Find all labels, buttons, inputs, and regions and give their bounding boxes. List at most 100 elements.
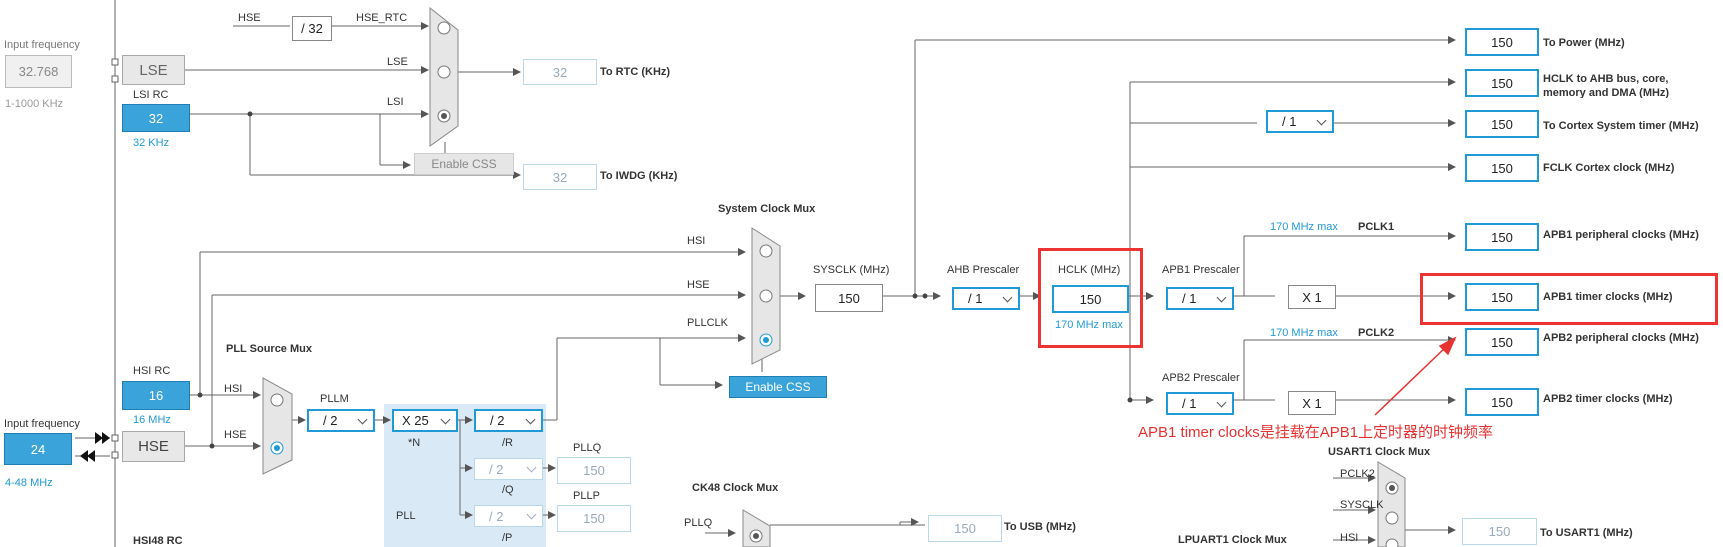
ck48-clock-mux-title: CK48 Clock Mux [692,482,779,494]
cortex-timer-value[interactable]: 150 [1465,110,1539,138]
apb1-peripheral-value[interactable]: 150 [1465,223,1539,251]
to-usart1-value: 150 [1462,518,1537,545]
usart1-clock-mux-title: USART1 Clock Mux [1328,446,1431,458]
apb1-timer-value[interactable]: 150 [1465,283,1539,311]
pllq-value: 150 [557,457,631,484]
apb1-peripheral-label: APB1 peripheral clocks (MHz) [1543,229,1699,241]
usart1-clock-mux [1377,461,1406,547]
hsi48-rc-title: HSI48 RC [133,535,183,547]
hse-range: 4-48 MHz [5,477,53,489]
pllp-select[interactable]: / 2 [474,505,543,527]
apb2-prescaler-select[interactable]: / 1 [1166,392,1234,415]
pllp-div-label: /P [502,532,513,544]
sys-mux-pllclk-label: PLLCLK [687,317,728,329]
apb1-timer-multiplier: X 1 [1288,285,1336,309]
sys-mux-hsi-label: HSI [687,235,706,247]
to-rtc-value: 32 [523,59,597,85]
hsi-rc-value[interactable]: 16 [122,381,190,410]
lsi-rc-unit: 32 KHz [133,137,170,149]
apb2-peripheral-label: APB2 peripheral clocks (MHz) [1543,332,1699,344]
apb1-prescaler-select[interactable]: / 1 [1166,287,1234,310]
pclk1-label: PCLK1 [1358,221,1395,233]
enable-css-lse-button[interactable]: Enable CSS [414,153,514,175]
apb1-max: 170 MHz max [1270,221,1338,233]
chevron-down-icon [1316,115,1327,125]
plln-select[interactable]: X 25 [392,409,458,432]
ahb-prescaler-label: AHB Prescaler [947,264,1020,276]
pclk2-label: PCLK2 [1358,327,1395,339]
hsi-rc-title: HSI RC [133,365,171,377]
chevron-down-icon [526,462,537,473]
ahb-prescaler-value: / 1 [968,291,983,306]
usart1-hsi-label: HSI [1340,532,1359,544]
pllp-div-value: / 2 [489,508,504,524]
pllr-value: / 2 [490,413,505,428]
hclk-ahb-label: HCLK to AHB bus, core, memory and DMA (M… [1543,73,1670,98]
hclk-max: 170 MHz max [1055,319,1123,331]
pll-source-hsi-label: HSI [224,383,243,395]
to-iwdg-value: 32 [523,164,597,190]
fclk-value[interactable]: 150 [1465,154,1539,182]
chevron-down-icon [1216,292,1227,302]
pllr-select[interactable]: / 2 [474,409,543,432]
chevron-down-icon [1002,292,1013,302]
rtc-lsi-label: LSI [387,96,404,108]
cortex-timer-divider-select[interactable]: / 1 [1266,110,1334,133]
pllm-value: / 2 [323,413,338,428]
chevron-down-icon [1216,397,1227,407]
pllq-div-label: /Q [502,484,514,496]
lse-input-frequency[interactable]: 32.768 [5,55,72,88]
system-clock-mux-title: System Clock Mux [718,203,816,215]
hse-oscillator[interactable]: HSE [122,431,185,462]
plln-value: X 25 [402,413,429,428]
sys-mux-hse-label: HSE [687,279,710,291]
enable-css-hse-button[interactable]: Enable CSS [729,376,827,398]
pllq-label: PLLQ [573,442,602,454]
pllp-label: PLLP [573,490,600,502]
pll-source-hse-label: HSE [224,429,247,441]
lpuart1-clock-mux-title: LPUART1 Clock Mux [1178,534,1287,546]
to-power-label: To Power (MHz) [1543,37,1625,49]
fclk-label: FCLK Cortex clock (MHz) [1543,162,1675,174]
pll-source-mux [262,377,293,475]
rtc-lse-label: LSE [387,56,408,68]
apb2-timer-multiplier: X 1 [1288,391,1336,415]
ck48-pllq-label: PLLQ [684,517,713,529]
apb1-timer-highlight-box [1420,273,1718,325]
pll-title: PLL [396,510,416,522]
apb2-peripheral-value[interactable]: 150 [1465,328,1539,356]
pllm-label: PLLM [320,393,349,405]
cortex-timer-label: To Cortex System timer (MHz) [1543,120,1699,132]
pllq-select[interactable]: / 2 [474,458,543,480]
input-frequency-label-lse: Input frequency [4,39,80,51]
apb2-prescaler-value: / 1 [1182,396,1197,411]
chevron-down-icon [357,414,368,424]
input-frequency-label-hse: Input frequency [4,418,80,430]
annotation-text: APB1 timer clocks是挂载在APB1上定时器的时钟频率 [1138,424,1494,441]
hclk-value[interactable]: 150 [1052,285,1129,313]
rtc-hse-label: HSE [238,12,261,24]
plln-label: *N [408,437,421,449]
hclk-highlight-box [1038,248,1143,348]
hsi-rc-unit: 16 MHz [133,414,171,426]
lsi-rc-value[interactable]: 32 [122,104,190,132]
system-clock-mux [751,227,781,365]
hclk-ahb-value[interactable]: 150 [1465,69,1539,97]
lse-oscillator[interactable]: LSE [122,55,185,85]
apb1-prescaler-label: APB1 Prescaler [1162,264,1240,276]
chevron-down-icon [526,509,537,520]
chevron-down-icon [440,414,451,424]
hse-rtc-label: HSE_RTC [356,12,408,24]
ahb-prescaler-select[interactable]: / 1 [952,287,1020,310]
to-power-value[interactable]: 150 [1465,28,1539,56]
hse-input-frequency[interactable]: 24 [4,433,72,465]
apb2-timer-value[interactable]: 150 [1465,388,1539,416]
apb1-timer-label: APB1 timer clocks (MHz) [1543,291,1673,303]
lse-range: 1-1000 KHz [5,98,64,110]
to-iwdg-label: To IWDG (KHz) [600,170,678,182]
pllm-select[interactable]: / 2 [307,409,375,432]
cortex-timer-divider-value: / 1 [1282,114,1297,129]
to-rtc-label: To RTC (KHz) [600,66,671,78]
usart1-sysclk-label: SYSCLK [1340,499,1384,511]
